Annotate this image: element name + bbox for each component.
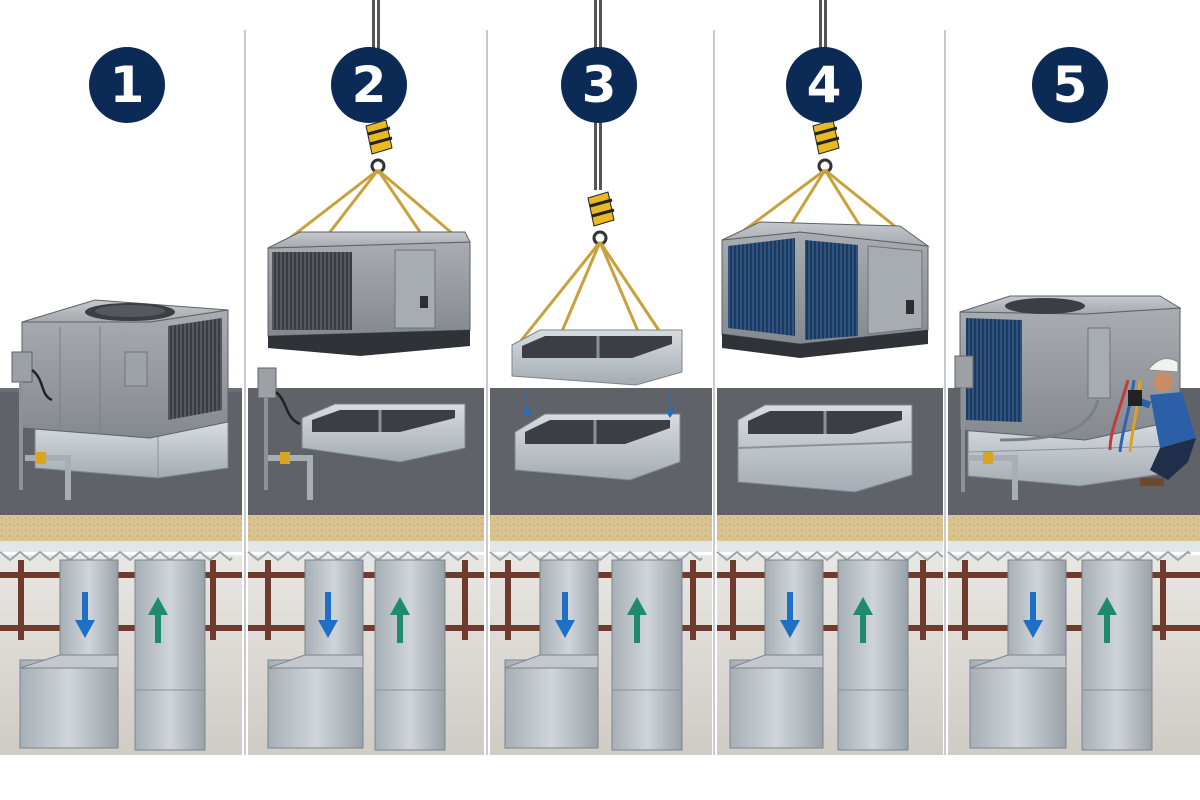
arrow-down-icon — [1023, 592, 1043, 638]
refrigerant-hoses — [999, 379, 1142, 453]
rooftop-unit — [959, 295, 1182, 441]
arrow-down-icon — [555, 592, 575, 638]
step-badge-1: 1 — [89, 47, 165, 123]
electrical-disconnect — [257, 367, 301, 490]
metal-deck — [947, 540, 1200, 562]
arrow-down-icon — [75, 592, 95, 638]
crane-hook-icon — [812, 119, 840, 174]
arrow-up-icon — [1097, 597, 1117, 643]
steel-joists — [717, 560, 943, 640]
roof-curb — [301, 403, 466, 463]
rooftop-unit — [21, 299, 229, 439]
step-badge-5: 5 — [1032, 47, 1108, 123]
insulation-layer — [948, 515, 1200, 541]
electrical-disconnect — [11, 351, 53, 490]
insulation-layer — [717, 515, 943, 541]
step-number: 4 — [807, 56, 842, 114]
crane-hook-icon — [587, 191, 615, 246]
lifted-curb-adapter — [511, 329, 683, 386]
metal-deck — [247, 540, 484, 562]
arrow-up-icon — [853, 597, 873, 643]
lifting-straps — [518, 241, 670, 345]
step-badge-2: 2 — [331, 47, 407, 123]
panel-step-2 — [247, 0, 484, 755]
supply-duct — [969, 559, 1067, 749]
panel-step-1 — [0, 299, 242, 755]
alignment-guides — [522, 390, 675, 418]
step-number: 2 — [352, 56, 387, 114]
insulation-layer — [0, 515, 242, 541]
crane-hook-icon — [365, 119, 393, 174]
step-number: 3 — [582, 56, 617, 114]
panel-step-4 — [716, 0, 944, 755]
rooftop-unit — [721, 221, 930, 358]
supply-duct — [19, 559, 119, 749]
return-duct — [134, 559, 206, 751]
gas-pipe — [968, 452, 1018, 500]
step-badge-4: 4 — [786, 47, 862, 123]
supply-duct — [729, 559, 824, 749]
rooftop-unit — [267, 231, 471, 356]
step-number: 1 — [110, 56, 145, 114]
arrow-down-icon — [318, 592, 338, 638]
step-badge-3: 3 — [561, 47, 637, 123]
arrow-down-icon — [780, 592, 800, 638]
steel-joists — [248, 560, 484, 640]
supply-duct — [504, 559, 599, 749]
step-number: 5 — [1053, 56, 1088, 114]
arrow-up-icon — [148, 597, 168, 643]
metal-deck — [489, 540, 712, 562]
gas-pipe — [268, 452, 313, 500]
metal-deck — [716, 540, 944, 562]
lifting-straps — [289, 168, 461, 242]
return-duct — [1081, 559, 1153, 751]
gas-pipe — [25, 452, 71, 500]
arrow-up-icon — [627, 597, 647, 643]
return-duct — [611, 559, 683, 751]
insulation-layer — [490, 515, 712, 541]
insulation-layer — [248, 515, 484, 541]
return-duct — [837, 559, 909, 751]
supply-duct — [267, 559, 364, 749]
steel-joists — [948, 560, 1200, 640]
technician — [1128, 357, 1196, 486]
stacked-roof-curb — [737, 404, 913, 493]
metal-deck — [0, 540, 242, 562]
base-roof-curb — [514, 413, 681, 481]
electrical-disconnect — [954, 355, 974, 492]
return-duct — [374, 559, 446, 751]
arrow-up-icon — [390, 597, 410, 643]
steel-joists — [490, 560, 712, 640]
panel-step-5 — [947, 295, 1200, 755]
steel-joists — [0, 560, 242, 640]
